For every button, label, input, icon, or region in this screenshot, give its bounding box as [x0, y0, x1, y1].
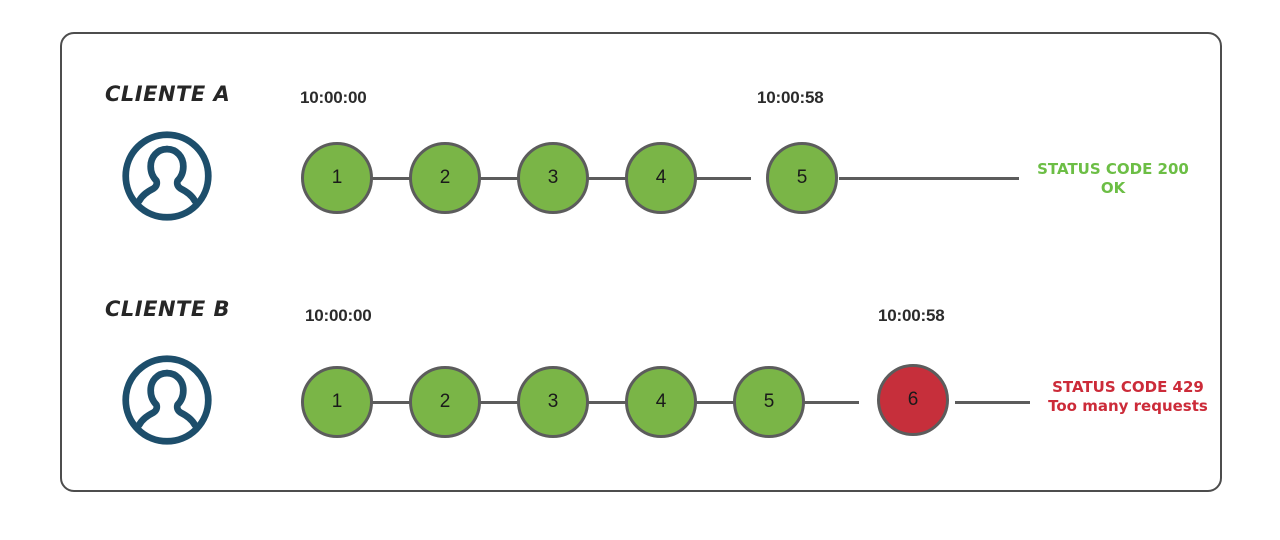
request-node[interactable]: 5 — [766, 142, 838, 214]
request-node-label: 4 — [655, 167, 667, 188]
timestamp-start-a: 10:00:00 — [300, 88, 367, 107]
connector-a-4 — [695, 177, 751, 180]
request-node-label: 3 — [547, 167, 559, 188]
request-node[interactable]: 3 — [517, 142, 589, 214]
user-avatar-icon — [119, 352, 215, 448]
client-label-a: CLIENTE A — [105, 82, 231, 106]
request-node-label: 2 — [439, 167, 451, 188]
timestamp-end-b: 10:00:58 — [878, 306, 945, 325]
request-node[interactable]: 2 — [409, 366, 481, 438]
request-node-rate-limited[interactable]: 6 — [877, 364, 949, 436]
request-node-label: 1 — [331, 391, 343, 412]
connector-b-4 — [695, 401, 751, 404]
request-node-label: 5 — [763, 391, 775, 412]
connector-a-3 — [587, 177, 643, 180]
request-node[interactable]: 4 — [625, 366, 697, 438]
request-node-label: 2 — [439, 391, 451, 412]
request-node-label: 1 — [331, 167, 343, 188]
status-message-line: Too many requests — [1048, 396, 1208, 415]
connector-b-tail — [955, 401, 1030, 404]
request-node[interactable]: 3 — [517, 366, 589, 438]
status-code-line: STATUS CODE 200 — [1037, 160, 1189, 178]
request-node-label: 3 — [547, 391, 559, 412]
status-code-line: STATUS CODE 429 — [1052, 378, 1204, 396]
client-label-b: CLIENTE B — [105, 297, 231, 321]
request-node-label: 5 — [796, 167, 808, 188]
timestamp-end-a: 10:00:58 — [757, 88, 824, 107]
connector-a-2 — [479, 177, 535, 180]
request-node[interactable]: 1 — [301, 366, 373, 438]
connector-b-2 — [479, 401, 535, 404]
timestamp-start-b: 10:00:00 — [305, 306, 372, 325]
status-message-line: OK — [1100, 178, 1126, 197]
request-node[interactable]: 4 — [625, 142, 697, 214]
connector-a-1 — [371, 177, 427, 180]
connector-a-tail — [839, 177, 1019, 180]
connector-b-1 — [371, 401, 427, 404]
request-node[interactable]: 1 — [301, 142, 373, 214]
request-node[interactable]: 5 — [733, 366, 805, 438]
user-avatar-icon — [119, 128, 215, 224]
connector-b-3 — [587, 401, 643, 404]
connector-b-5 — [803, 401, 859, 404]
status-badge-a: STATUS CODE 200 OK — [1028, 160, 1198, 198]
request-node-label: 6 — [907, 389, 919, 410]
status-badge-b: STATUS CODE 429 Too many requests — [1032, 378, 1224, 416]
request-node[interactable]: 2 — [409, 142, 481, 214]
request-node-label: 4 — [655, 391, 667, 412]
